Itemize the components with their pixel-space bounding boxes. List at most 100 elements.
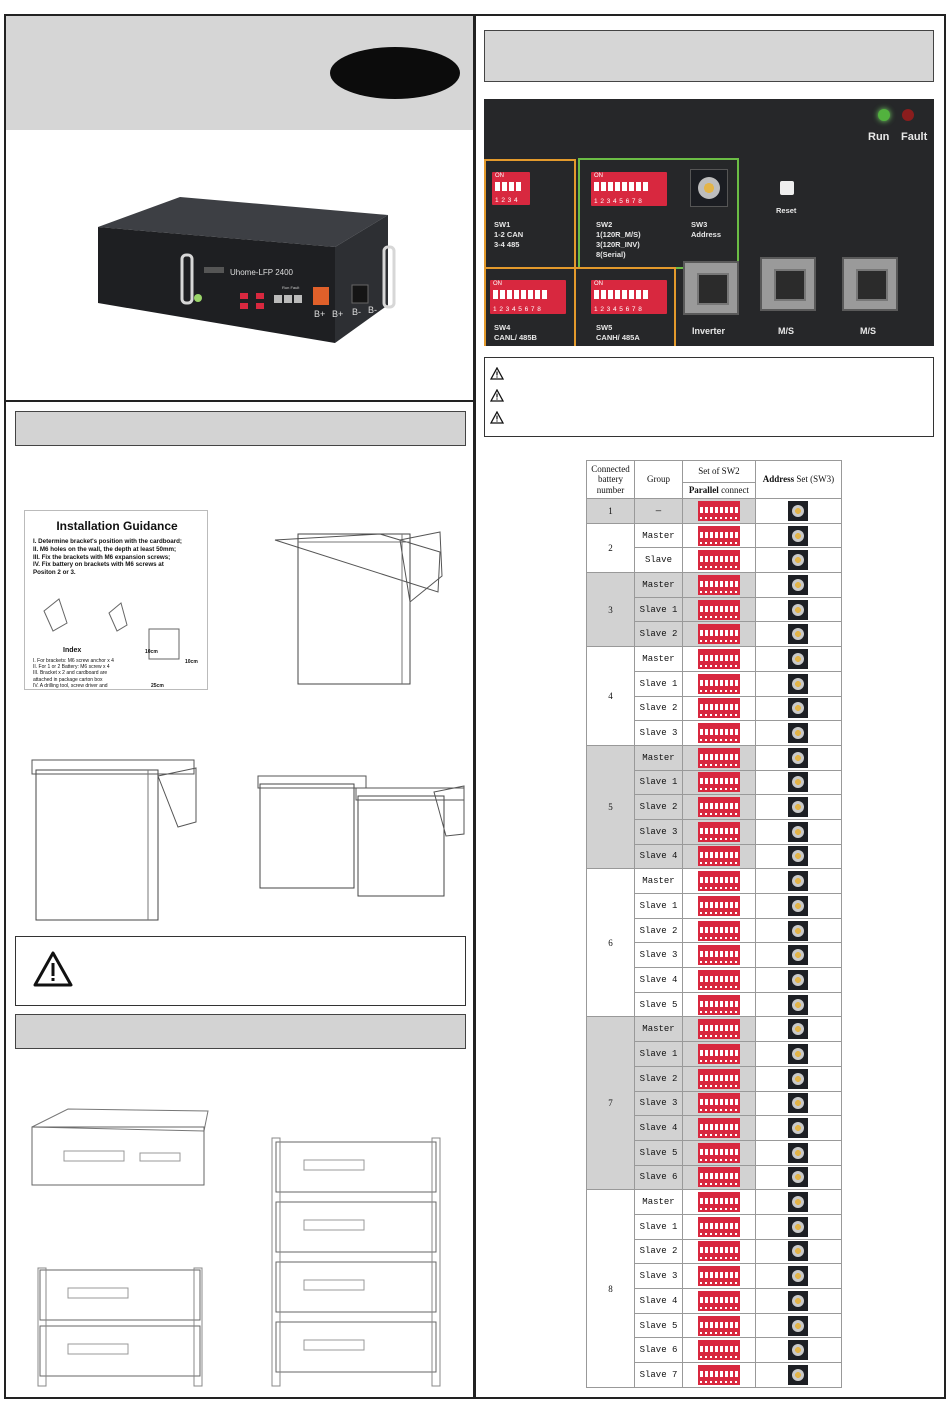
group-cell: Slave 2: [634, 621, 683, 648]
col-header-group: Group: [634, 460, 683, 499]
group-cell: Slave 1: [634, 1041, 683, 1067]
sw2-setting-cell: [682, 547, 756, 574]
group-cell: Slave 5: [634, 991, 683, 1018]
sw2-dip-switch[interactable]: ON 12345678: [591, 172, 667, 206]
dip-switch-image: [697, 846, 740, 867]
sw3-address-cell: [754, 1189, 843, 1215]
sw3-address-cell: [754, 498, 843, 524]
group-cell: Slave 2: [634, 794, 683, 820]
sw2-setting-cell: [682, 1016, 756, 1043]
rotary-switch-image: [788, 821, 809, 842]
rotary-switch-image: [788, 994, 809, 1015]
section-separator: [6, 400, 473, 402]
sw5-dip-switch[interactable]: ON 12345678: [591, 280, 667, 314]
sw2-setting-cell: [682, 1288, 756, 1314]
installation-guidance-card: Installation Guidance I. Determine brack…: [24, 510, 208, 690]
table-row: Slave 1: [587, 670, 843, 697]
group-cell: Slave 6: [634, 1337, 683, 1364]
sw1-highlight: [484, 159, 576, 346]
sw2-setting-cell: [682, 596, 756, 623]
ms-port-2[interactable]: [842, 257, 898, 311]
rack-illustration-single: [31, 1108, 209, 1186]
rotary-switch-image: [788, 969, 809, 990]
dip-switch-image: [697, 1093, 740, 1114]
sw1-name: SW1: [494, 220, 511, 229]
sw3-address-cell: [754, 1337, 843, 1364]
guide-index: Index I. For brackets: M6 screw anchor x…: [33, 647, 114, 689]
sw3-address-cell: [754, 942, 843, 969]
table-row: Slave 2: [587, 1065, 843, 1092]
sw3-address-cell: [754, 744, 843, 771]
dip-switch-image: [697, 698, 740, 719]
group-cell: Slave: [634, 547, 683, 574]
sw3-address-cell: [754, 868, 843, 894]
sw3-address-cell: [754, 1213, 843, 1240]
rotary-switch-image: [788, 747, 809, 768]
sw1-line: 1-2 CAN: [494, 230, 524, 240]
battery-product-image: Uhome-LFP 2400 Run Fault B+ B+ B- B-: [98, 197, 396, 343]
dip-on-label: ON: [594, 281, 603, 287]
sw2-setting-cell: [682, 744, 756, 771]
dimension-label: 25cm: [151, 683, 164, 689]
rack-illustration-quad: [271, 1137, 441, 1387]
sw2-setting-cell: [682, 1312, 756, 1339]
ms-port-1[interactable]: [760, 257, 816, 311]
table-row: Slave 6: [587, 1164, 843, 1191]
group-cell: Master: [634, 744, 683, 771]
group-cell: Slave 4: [634, 1115, 683, 1141]
dip-switch-image: [697, 1118, 740, 1139]
sw2-setting-cell: [682, 769, 756, 796]
table-row: Slave 1: [587, 596, 843, 623]
sw2-setting-cell: [682, 1164, 756, 1191]
sw5-line: CANH/ 485A: [596, 333, 640, 343]
rotary-switch-image: [788, 1364, 809, 1385]
sw1-dip-switch[interactable]: ON 1234: [492, 172, 530, 205]
sw3-address-cell: [754, 596, 843, 623]
table-row: Slave 1: [587, 1213, 843, 1240]
dip-switch-image: [697, 871, 740, 892]
sw3-address-cell: [754, 818, 843, 845]
dip-switch-image: [697, 624, 740, 645]
table-row: Slave 5: [587, 1139, 843, 1166]
sw3-rotary-switch[interactable]: [690, 169, 728, 207]
table-row: 1—: [586, 498, 843, 524]
guide-step: Positon 2 or 3.: [33, 569, 76, 576]
product-bminus-label-1: B-: [352, 307, 361, 317]
dip-switch-image: [697, 1290, 740, 1311]
fault-label: Fault: [901, 131, 928, 143]
wall-mount-warning-box: [15, 936, 466, 1006]
wall-mount-illustration-single: [274, 531, 443, 685]
rack-illustration-double: [37, 1267, 203, 1387]
group-cell: Slave 1: [634, 769, 683, 796]
sw3-address-cell: [754, 1288, 843, 1314]
table-row: Slave 6: [587, 1337, 843, 1364]
sw2-setting-cell: [682, 1337, 756, 1364]
dip-switch-image: [697, 994, 740, 1015]
sw4-dip-switch[interactable]: ON 12345678: [490, 280, 566, 314]
guide-index-item: IV. A drilling tool, screw driver and: [33, 682, 108, 689]
dip-switch-image: [697, 1043, 740, 1064]
sw3-address-cell: [754, 670, 843, 697]
header-oval-badge: [330, 47, 460, 99]
sw2-setting-cell: [682, 1213, 756, 1240]
sw3-label: SW3 Address: [691, 220, 721, 240]
table-row: Slave 1: [587, 1041, 843, 1067]
sw2-setting-cell: [682, 695, 756, 722]
reset-button[interactable]: [780, 181, 794, 195]
guide-index-title: Index: [63, 647, 82, 654]
parallel-bold: Parallel: [688, 485, 719, 496]
rotary-switch-image: [788, 1192, 809, 1213]
rotary-dial: [698, 177, 720, 199]
sw2-setting-cell: [682, 621, 756, 648]
group-cell: Slave 3: [634, 1090, 683, 1117]
dip-switch-image: [697, 797, 740, 818]
group-cell: Master: [634, 646, 683, 672]
sw3-address-cell: [754, 1016, 843, 1043]
product-bplus-label-1: B+: [314, 309, 325, 319]
sw2-line: 3(120R_INV): [596, 240, 640, 250]
group-cell: Slave 2: [634, 695, 683, 722]
dip-switch-image: [697, 723, 740, 744]
inverter-port[interactable]: [683, 261, 739, 315]
